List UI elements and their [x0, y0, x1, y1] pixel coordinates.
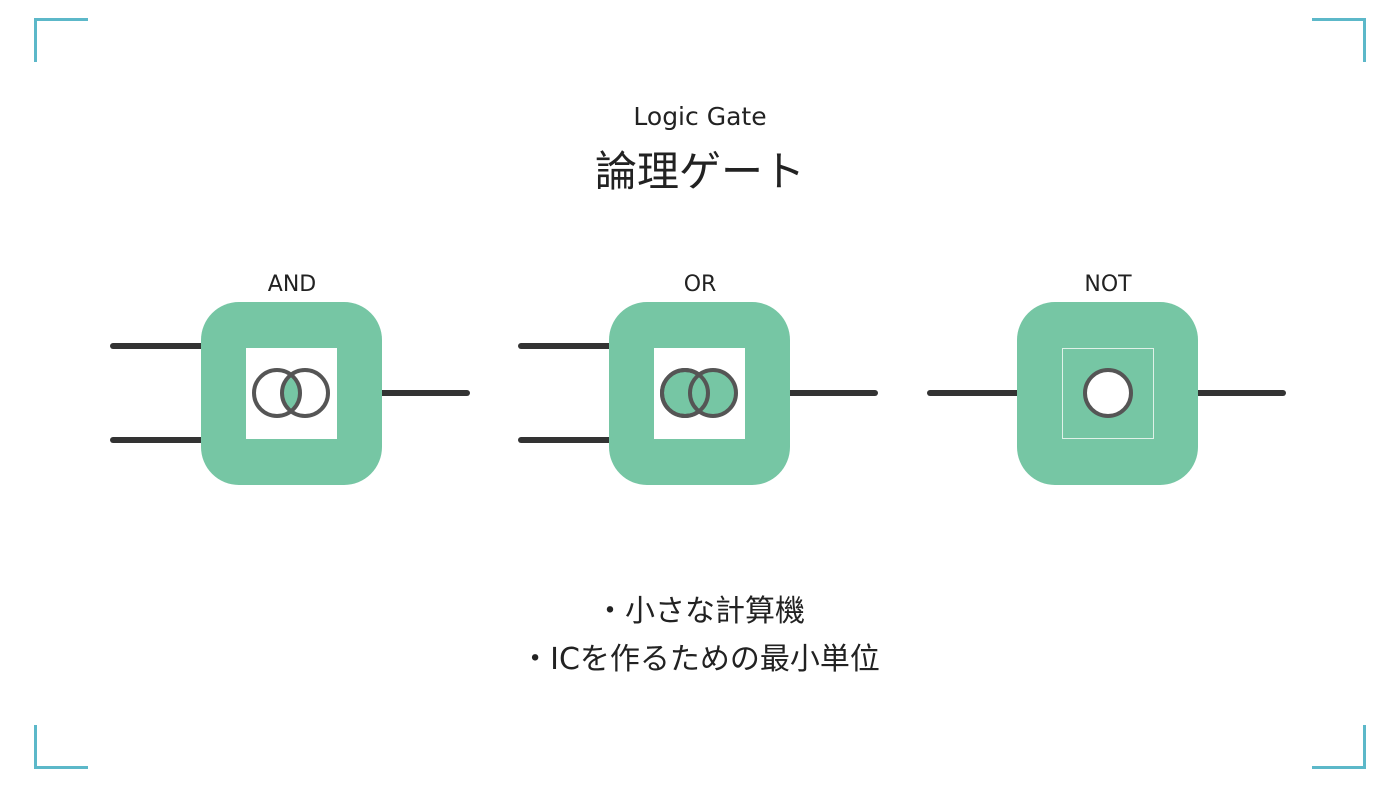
not-circle-icon: [1083, 368, 1133, 418]
corner-bracket-top-left: [34, 18, 88, 62]
or-left-circle-outline: [660, 368, 710, 418]
slide-title: 論理ゲート: [594, 147, 805, 196]
and-left-circle-icon: [252, 368, 302, 418]
not-symbol-panel: [1062, 348, 1154, 439]
gate-label-and: AND: [267, 272, 317, 297]
gate-label-not: NOT: [1084, 272, 1132, 297]
corner-bracket-bottom-right: [1312, 725, 1366, 769]
gate-label-or: OR: [683, 272, 717, 297]
and-gate: [110, 302, 470, 485]
bullet-item: ・ICを作るための最小単位: [520, 642, 880, 677]
corner-bracket-bottom-left: [34, 725, 88, 769]
bullet-list: ・小さな計算機 ・ICを作るための最小単位: [0, 588, 1400, 684]
and-intersection-fill: [282, 370, 300, 416]
and-right-circle-icon: [280, 368, 330, 418]
bullet-item: ・小さな計算機: [595, 594, 805, 629]
not-gate: [927, 302, 1286, 485]
or-gate: [518, 302, 878, 485]
slide-subtitle: Logic Gate: [633, 102, 767, 131]
corner-bracket-top-right: [1312, 18, 1366, 62]
or-right-circle-icon: [688, 368, 738, 418]
